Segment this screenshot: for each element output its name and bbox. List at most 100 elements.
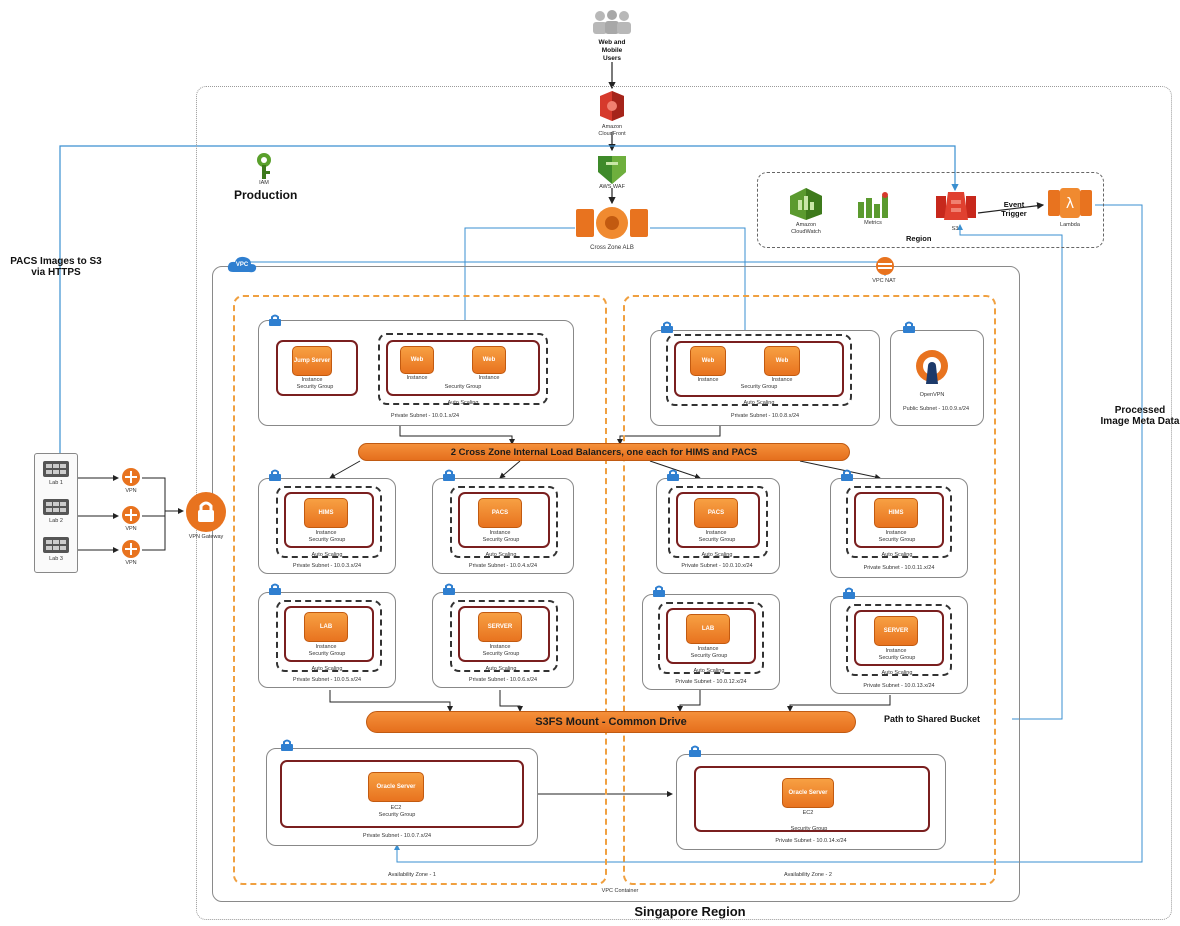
lambda-label: Lambda	[1060, 222, 1080, 228]
instance-label: Instance	[489, 530, 511, 536]
lock-icon	[442, 468, 456, 481]
left-web-instance-1: Web	[400, 346, 434, 374]
security-group-label: Security Group	[378, 812, 416, 818]
cloudfront-icon	[596, 90, 628, 122]
cloudfront-label: Amazon CloudFront	[598, 124, 626, 137]
waf-icon	[596, 152, 628, 186]
left-web-auto-scaling	[378, 333, 548, 405]
left-oracle-subnet-label: Private Subnet - 10.0.7.x/24	[362, 833, 432, 839]
instance-label: Instance	[771, 377, 793, 383]
right-lab-security-group	[666, 608, 756, 664]
left-oracle-instance: Oracle Server	[368, 772, 424, 802]
auto-scaling-label: Auto Scaling	[743, 400, 775, 406]
auto-scaling-label: Auto Scaling	[311, 552, 343, 558]
instance-label: Instance	[885, 648, 907, 654]
region-services-box	[757, 172, 1104, 248]
right-web-instance-1: Web	[690, 346, 726, 376]
lock-icon	[666, 468, 680, 481]
lock-icon	[442, 582, 456, 595]
s3fs-common-drive-bar: S3FS Mount - Common Drive	[366, 711, 856, 733]
right-oracle-instance: Oracle Server	[782, 778, 834, 808]
left-pacs-subnet-label: Private Subnet - 10.0.4.x/24	[468, 563, 538, 569]
lab-3-label: Lab 3	[49, 556, 63, 562]
ec2-label: EC2	[802, 810, 814, 816]
availability-zone-2	[623, 295, 996, 885]
metrics-icon	[856, 192, 890, 218]
vpc-container	[212, 266, 1020, 902]
jump-server-security-group	[276, 340, 358, 396]
lambda-icon: λ	[1046, 186, 1094, 220]
left-web-security-group	[386, 340, 540, 396]
auto-scaling-label: Auto Scaling	[881, 670, 913, 676]
left-lab-security-group	[284, 606, 374, 662]
availability-zone-1	[233, 295, 607, 885]
security-group-label: Security Group	[878, 655, 916, 661]
instance-label: Instance	[697, 377, 719, 383]
right-pacs-subnet-label: Private Subnet - 10.0.10.x/24	[681, 563, 753, 569]
instance-label: Instance	[315, 644, 337, 650]
router-icon	[120, 538, 142, 560]
svg-text:λ: λ	[1066, 196, 1074, 212]
security-group-label: Security Group	[482, 651, 520, 657]
right-top-subnet-label: Private Subnet - 10.0.8.x/24	[730, 413, 800, 419]
alb-label: Cross Zone ALB	[590, 245, 634, 251]
instance-label: Instance	[315, 530, 337, 536]
jump-server-instance: Jump Server	[292, 346, 332, 376]
auto-scaling-label: Auto Scaling	[485, 552, 517, 558]
right-server-security-group	[854, 610, 944, 666]
security-group-label: Security Group	[690, 653, 728, 659]
public-subnet-label: Public Subnet - 10.0.9.x/24	[902, 406, 970, 412]
security-group-label: Security Group	[444, 384, 482, 390]
right-pacs-instance: PACS	[694, 498, 738, 528]
auto-scaling-label: Auto Scaling	[311, 666, 343, 672]
right-web-security-group	[674, 341, 844, 397]
instance-label: Instance	[489, 644, 511, 650]
right-lab-instance: LAB	[686, 614, 730, 644]
vpc-cloud-icon	[227, 256, 257, 274]
lock-icon	[840, 468, 854, 481]
path-shared-bucket-label: Path to Shared Bucket	[884, 714, 981, 724]
s3-label: S3	[951, 226, 959, 232]
right-server-instance: SERVER	[874, 616, 918, 646]
auto-scaling-label: Auto Scaling	[485, 666, 517, 672]
left-server-auto-scaling	[450, 600, 558, 672]
router-icon	[120, 466, 142, 488]
left-hims-security-group	[284, 492, 374, 548]
security-group-label: Security Group	[296, 384, 334, 390]
vpc-nat-label: VPC NAT	[872, 278, 896, 284]
lock-icon	[280, 738, 294, 751]
left-server-security-group	[458, 606, 550, 662]
waf-label: AWS WAF	[599, 184, 625, 190]
security-group-label: Security Group	[878, 537, 916, 543]
vpn-gateway-icon	[184, 490, 228, 534]
right-server-auto-scaling	[846, 604, 952, 676]
right-lab-auto-scaling	[658, 602, 764, 674]
instance-label: Instance	[301, 377, 323, 383]
right-hims-security-group	[854, 492, 944, 548]
right-web-instance-2: Web	[764, 346, 800, 376]
left-hims-auto-scaling	[276, 486, 382, 558]
lock-icon	[688, 744, 702, 757]
instance-label: Instance	[885, 530, 907, 536]
event-trigger-label: Event Trigger	[1001, 200, 1027, 218]
lock-icon	[268, 582, 282, 595]
openvpn-label: OpenVPN	[919, 392, 945, 398]
iam-label: IAM	[259, 180, 269, 186]
vpc-tag: VPC	[235, 262, 249, 268]
left-web-instance-2: Web	[472, 346, 506, 374]
left-hims-subnet-label: Private Subnet - 10.0.3.x/24	[292, 563, 362, 569]
router-icon	[120, 504, 142, 526]
auto-scaling-label: Auto Scaling	[447, 400, 479, 406]
left-server-subnet-label: Private Subnet - 10.0.6.x/24	[468, 677, 538, 683]
vpn-gateway-label: VPN Gateway	[188, 534, 224, 540]
left-server-instance: SERVER	[478, 612, 522, 642]
instance-label: Instance	[697, 646, 719, 652]
server-rack-icon	[42, 460, 70, 478]
az2-label: Availability Zone - 2	[784, 872, 832, 878]
right-pacs-security-group	[676, 492, 760, 548]
left-lab-subnet-label: Private Subnet - 10.0.5.x/24	[292, 677, 362, 683]
s3-bucket-icon	[934, 190, 978, 224]
left-oracle-security-group	[280, 760, 524, 828]
right-hims-auto-scaling	[846, 486, 952, 558]
